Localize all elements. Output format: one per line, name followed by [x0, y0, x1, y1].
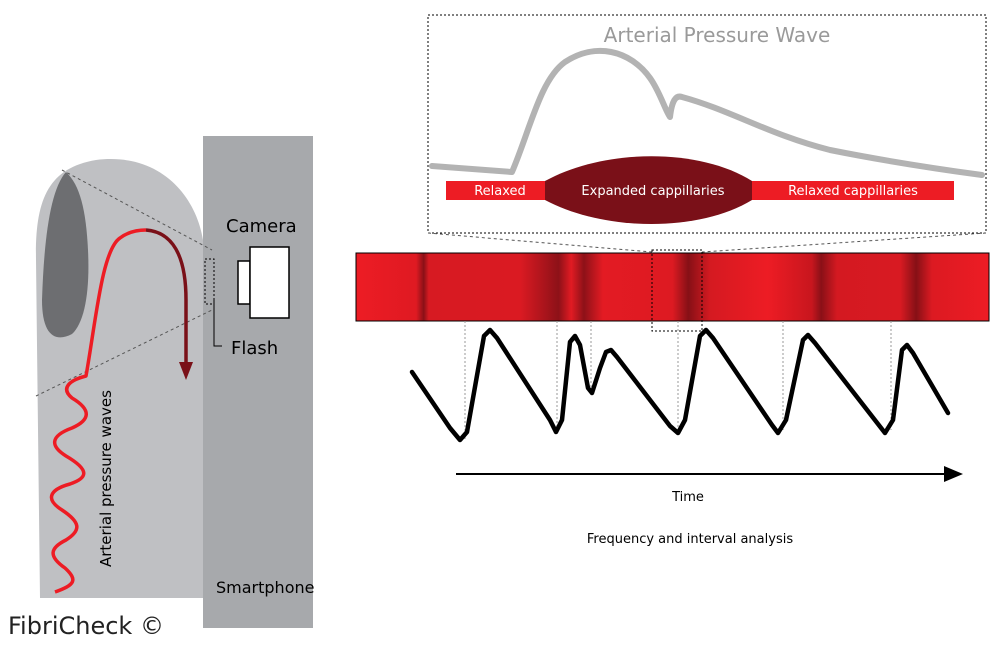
- flash-label: Flash: [231, 338, 278, 359]
- camera-icon: [249, 246, 290, 319]
- fingernail: [42, 172, 89, 338]
- camera-lens: [237, 260, 251, 305]
- inset-connector: [701, 232, 987, 253]
- relaxed-bar-right: [748, 181, 954, 200]
- flash-icon: [204, 258, 215, 305]
- brand-label: FibriCheck ©: [8, 612, 164, 640]
- ppg-waveform: [409, 327, 951, 443]
- smartphone-body: [203, 136, 313, 628]
- expanded-capillaries-shape: [545, 156, 752, 224]
- flash-pointer: [213, 300, 222, 347]
- time-label: Time: [671, 490, 704, 505]
- relaxed-label: Relaxed: [474, 184, 526, 199]
- relaxed-bar-left: [446, 181, 548, 200]
- inset-connector: [427, 232, 653, 253]
- arrow-down-icon: [179, 362, 193, 380]
- relaxed-capillaries-label: Relaxed cappillaries: [788, 184, 918, 199]
- expanded-capillaries-label: Expanded cappillaries: [581, 184, 724, 199]
- arrow-right-icon: [944, 466, 963, 482]
- strip-zoom-box: [651, 249, 703, 332]
- capillary-color-strip: [355, 252, 990, 322]
- projection-line: [61, 169, 213, 251]
- pressure-wave-curve: [429, 47, 985, 178]
- projection-line: [35, 309, 213, 397]
- arterial-wave-path: [49, 228, 147, 594]
- camera-label: Camera: [226, 216, 297, 237]
- inset-title: Arterial Pressure Wave: [604, 23, 831, 47]
- smartphone-label: Smartphone: [216, 578, 314, 597]
- guide-lines: [464, 321, 892, 440]
- arterial-pressure-waves-label: Arterial pressure waves: [97, 390, 115, 567]
- return-flow-path: [145, 228, 188, 368]
- analysis-label: Frequency and interval analysis: [587, 532, 793, 547]
